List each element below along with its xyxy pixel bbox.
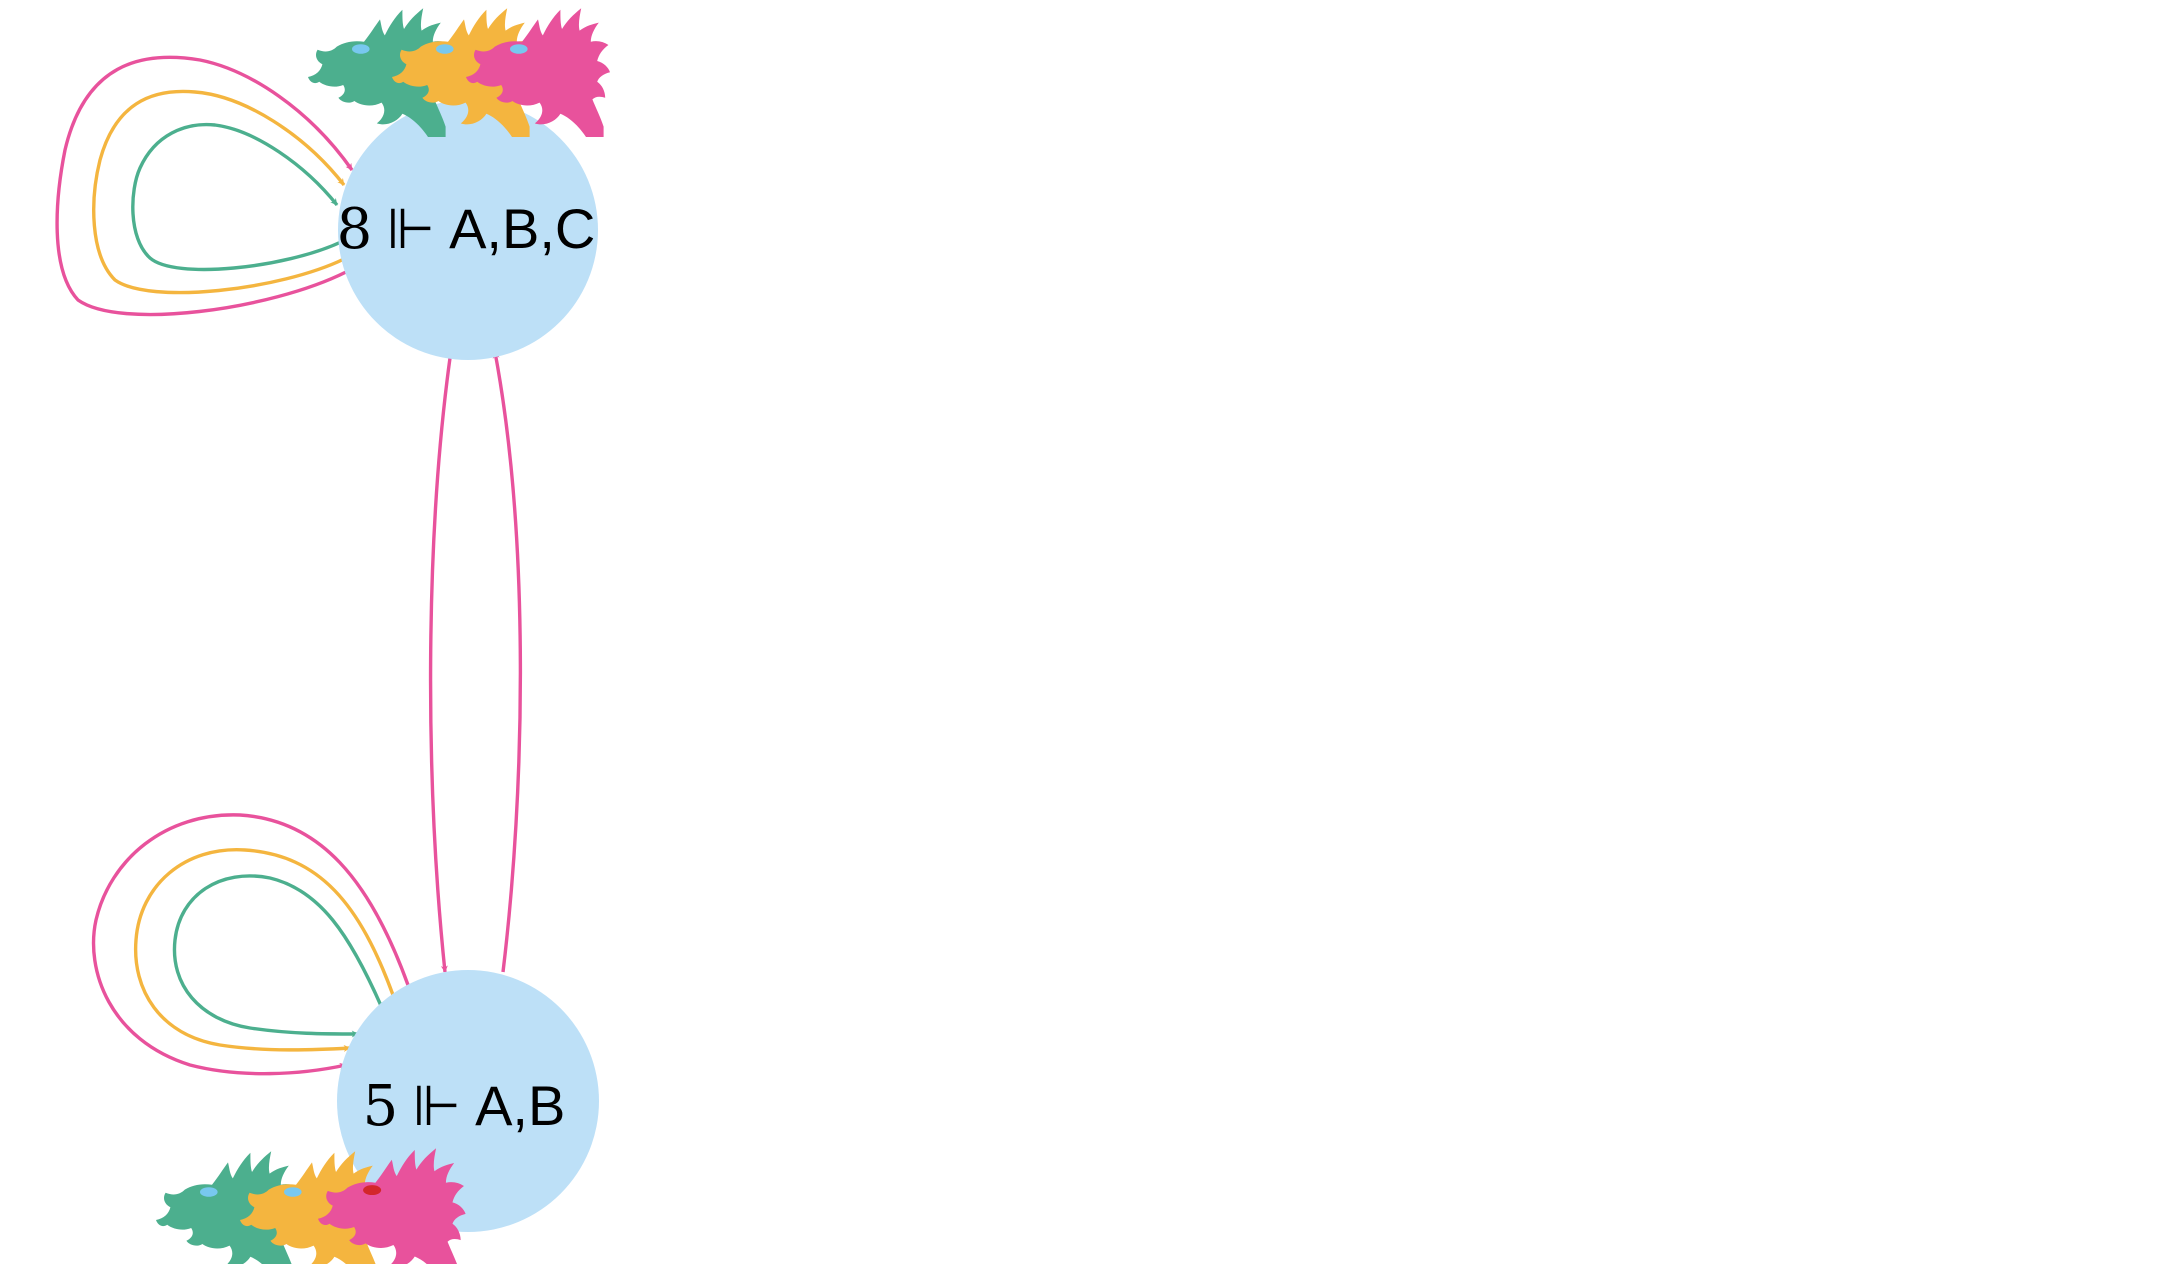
bottom-self-loop-green [172, 874, 384, 1038]
node-propositions: A,B,C [449, 197, 595, 260]
dragon-eye-icon [510, 44, 528, 54]
forces-symbol: ⊩ [412, 1074, 461, 1139]
dragon-eye-icon [436, 44, 454, 54]
top-self-loop-yellow [92, 89, 346, 295]
dragon-eye-icon [200, 1187, 218, 1197]
top-self-loop-green [131, 122, 342, 272]
dragon-eye-icon [352, 44, 370, 54]
dragon-eye-icon [363, 1185, 382, 1196]
edges [55, 55, 523, 1076]
bottom-self-loop-pink [91, 813, 410, 1076]
bottom-self-loop-yellow [133, 848, 395, 1052]
dragon-eye-icon [284, 1187, 302, 1197]
dragons-bottom [156, 1148, 466, 1264]
edge-top-to-bottom [428, 357, 452, 973]
world-node-top[interactable]: 8⊩A,B,C [337, 100, 598, 360]
node-number: 5 [363, 1074, 399, 1139]
top-self-loop-pink [55, 55, 354, 317]
node-number: 8 [337, 197, 373, 262]
node-label: 5⊩A,B [363, 1074, 566, 1139]
node-label: 8⊩A,B,C [337, 197, 596, 262]
node-propositions: A,B [475, 1074, 565, 1137]
edge-bottom-to-top [492, 351, 523, 973]
dragons-top [308, 8, 610, 138]
node-circle [338, 100, 598, 360]
forces-symbol: ⊩ [386, 197, 435, 262]
